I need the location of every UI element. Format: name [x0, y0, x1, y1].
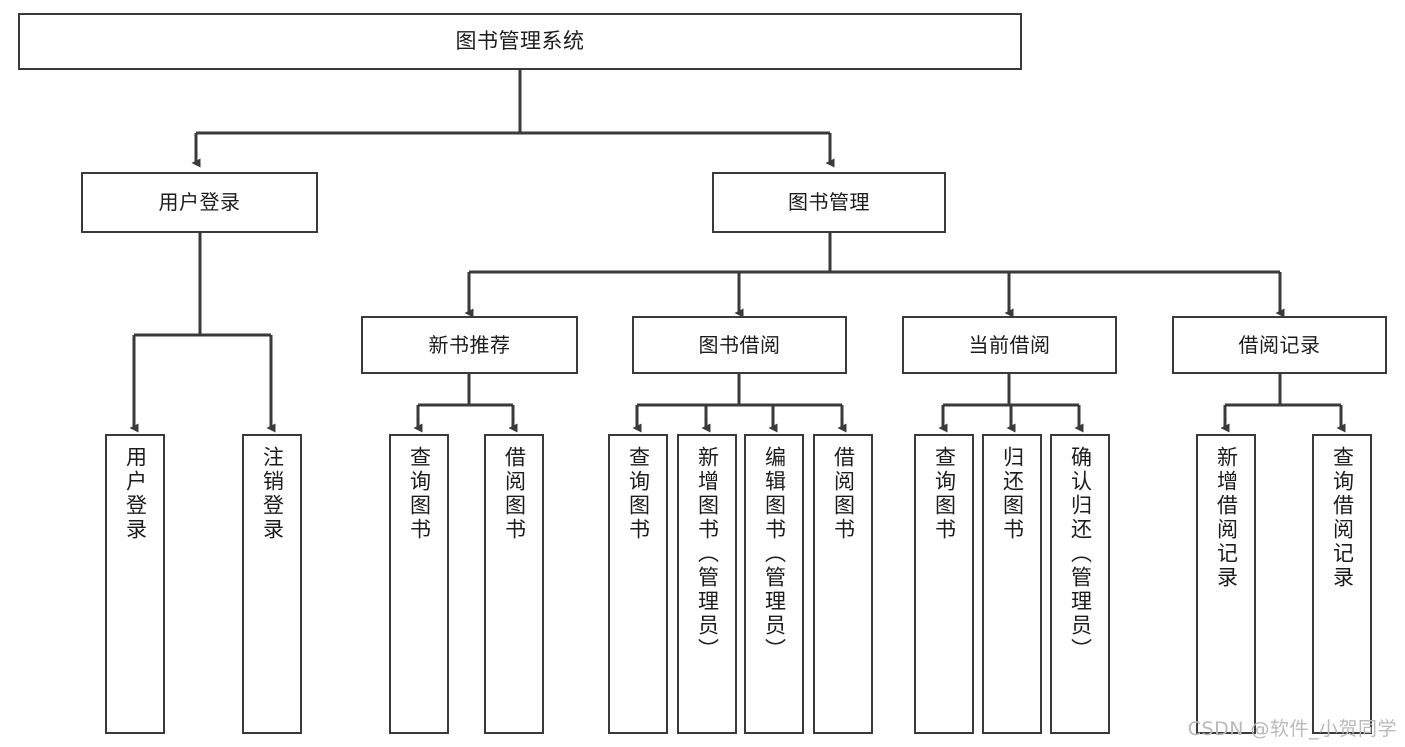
- node-leaf-user-login-label: 用户登录: [123, 446, 148, 542]
- node-root[interactable]: 图书管理系统: [18, 13, 1022, 70]
- edge-group-root: [191, 70, 835, 168]
- node-root-label: 图书管理系统: [455, 29, 585, 54]
- node-leaf-search-book-newbook[interactable]: 查询图书: [389, 434, 449, 734]
- node-book-management[interactable]: 图书管理: [712, 172, 946, 233]
- node-user-login[interactable]: 用户登录: [81, 172, 318, 233]
- node-leaf-user-login[interactable]: 用户登录: [105, 434, 165, 734]
- watermark-text: CSDN @软件_小贺同学: [1187, 718, 1397, 740]
- node-leaf-return-book-label: 归还图书: [1000, 446, 1025, 542]
- node-leaf-search-borrow-record[interactable]: 查询借阅记录: [1312, 434, 1372, 734]
- node-leaf-borrow-book[interactable]: 借阅图书: [813, 434, 873, 734]
- edge-group-current: [938, 374, 1084, 433]
- node-leaf-search-borrow-record-label: 查询借阅记录: [1330, 446, 1355, 590]
- node-leaf-confirm-return-admin-label: 确认归还（管理员）: [1068, 446, 1093, 662]
- node-new-book-recommend[interactable]: 新书推荐: [361, 316, 578, 374]
- node-book-borrow-label: 图书借阅: [698, 332, 781, 357]
- node-leaf-borrow-book-newbook[interactable]: 借阅图书: [484, 434, 544, 734]
- node-leaf-borrow-book-newbook-label: 借阅图书: [502, 446, 527, 542]
- node-leaf-add-book-admin-label: 新增图书（管理员）: [695, 446, 720, 662]
- node-book-management-label: 图书管理: [788, 190, 870, 214]
- edge-group-borrow: [632, 374, 847, 433]
- node-leaf-borrow-book-label: 借阅图书: [831, 446, 856, 542]
- node-leaf-return-book[interactable]: 归还图书: [982, 434, 1042, 734]
- node-leaf-search-book-borrow-label: 查询图书: [626, 446, 651, 542]
- node-leaf-search-book-current-label: 查询图书: [932, 446, 957, 542]
- node-user-login-label: 用户登录: [158, 190, 241, 214]
- node-leaf-add-borrow-record-label: 新增借阅记录: [1214, 446, 1239, 590]
- node-leaf-edit-book-admin-label: 编辑图书（管理员）: [762, 446, 787, 662]
- node-new-book-recommend-label: 新书推荐: [428, 332, 511, 357]
- edge-group-record: [1220, 374, 1346, 433]
- edge-group-newbook: [413, 374, 518, 433]
- node-leaf-search-book-current[interactable]: 查询图书: [914, 434, 974, 734]
- node-leaf-search-book-borrow[interactable]: 查询图书: [608, 434, 668, 734]
- edge-group-login: [129, 233, 276, 433]
- node-borrow-record-label: 借阅记录: [1238, 332, 1321, 357]
- node-leaf-confirm-return-admin[interactable]: 确认归还（管理员）: [1050, 434, 1110, 734]
- node-leaf-add-borrow-record[interactable]: 新增借阅记录: [1196, 434, 1256, 734]
- node-leaf-edit-book-admin[interactable]: 编辑图书（管理员）: [744, 434, 804, 734]
- node-leaf-logout-label: 注销登录: [260, 446, 285, 542]
- node-current-borrow[interactable]: 当前借阅: [902, 316, 1117, 374]
- node-borrow-record[interactable]: 借阅记录: [1172, 316, 1387, 374]
- node-leaf-add-book-admin[interactable]: 新增图书（管理员）: [677, 434, 737, 734]
- node-current-borrow-label: 当前借阅: [968, 332, 1051, 357]
- node-book-borrow[interactable]: 图书借阅: [632, 316, 847, 374]
- node-leaf-logout[interactable]: 注销登录: [242, 434, 302, 734]
- edge-group-bookmgmt: [464, 233, 1285, 318]
- node-leaf-search-book-newbook-label: 查询图书: [407, 446, 432, 542]
